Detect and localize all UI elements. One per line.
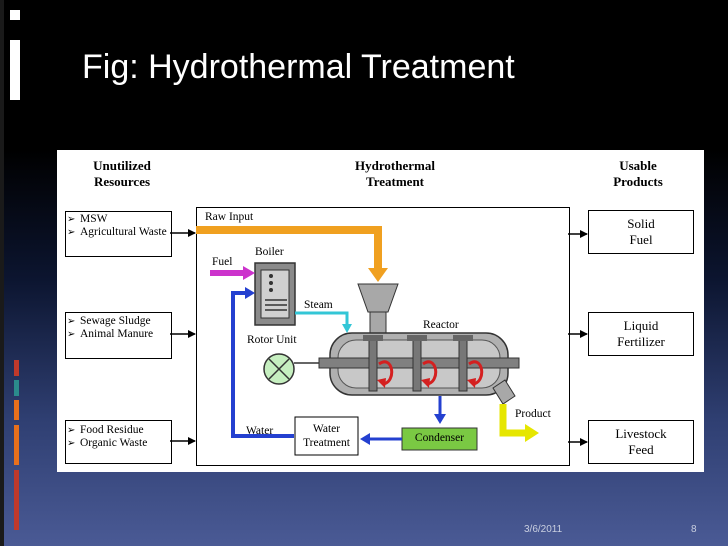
resource-box-2: ➢ Sewage Sludge ➢ Animal Manure [65,312,172,359]
bullet-icon: ➢ [67,425,76,436]
label-fuel: Fuel [212,256,233,268]
reactor-to-condenser-arrowhead [434,414,446,424]
edge-square-7 [14,470,19,530]
bullet-icon: ➢ [67,329,76,340]
rotation-arrow-2-icon [422,360,438,386]
header-center-line-2: Treatment [366,174,424,189]
header-center-line-1: Hydrothermal [355,158,435,173]
label-rotor-unit: Rotor Unit [247,334,297,346]
bullet-icon: ➢ [67,214,76,225]
steam-arrowhead [342,324,352,333]
resource-msw: MSW [80,213,108,225]
stirrer-post-3 [458,338,468,392]
label-steam: Steam [304,299,333,311]
reactor-hopper [357,283,399,313]
label-water-treatment: Water Treatment [295,422,358,450]
rotation-arrow-1-icon [378,360,394,386]
diagram-graphics [170,226,588,456]
water-return-arrow [231,291,294,438]
stirrer-cap-1 [363,335,383,341]
edge-square-5 [14,400,19,420]
product-solid-line-1: Solid [627,216,655,231]
header-right-line-1: Usable [619,158,657,173]
product-arrow [499,404,527,437]
header-usable-products: Usable Products [593,158,683,190]
header-left-line-1: Unutilized [93,158,151,173]
raw-input-arrow [196,226,382,270]
rotation-arrow-3-icon [468,360,484,386]
hydrothermal-diagram: Unutilized Resources Hydrothermal Treatm… [57,150,704,472]
product-arrowhead [525,424,539,442]
condenser-to-water-arrowhead [360,433,370,445]
boiler-panel [260,269,290,319]
bullet-icon: ➢ [67,227,76,238]
header-unutilized-resources: Unutilized Resources [67,158,177,190]
label-reactor: Reactor [423,319,459,331]
label-water: Water [246,425,274,437]
label-raw-input: Raw Input [205,211,254,223]
rotation-arrowhead-3 [467,378,476,388]
edge-square-1 [10,10,20,20]
label-boiler: Boiler [255,246,284,258]
product-liquid-line-1: Liquid [623,318,659,333]
stirrer-post-2 [412,338,422,392]
label-water-treatment-line-1: Water [312,423,341,435]
header-hydrothermal-treatment: Hydrothermal Treatment [325,158,465,190]
resource-food-residue: Food Residue [80,424,144,436]
water-return-arrowhead [245,287,255,299]
raw-input-arrowhead [368,268,388,282]
product-box-solid-fuel: Solid Fuel [588,210,694,254]
fuel-arrowhead [243,266,255,280]
stirrer-cap-2 [407,335,427,341]
header-right-line-2: Products [613,174,663,189]
slide-title: Fig: Hydrothermal Treatment [82,48,515,86]
rotation-arrowhead-1 [377,378,386,388]
footer-page-number: 8 [691,524,697,535]
header-left-line-2: Resources [93,174,151,189]
product-liquid-line-2: Fertilizer [617,334,665,349]
resource-sewage-sludge: Sewage Sludge [80,315,151,327]
bullet-icon: ➢ [67,316,76,327]
resource-organic-waste: Organic Waste [80,437,148,449]
product-livestock-line-2: Feed [628,442,654,457]
edge-square-6 [14,425,19,465]
steam-arrow [295,311,349,325]
reactor-hopper-neck [369,311,387,335]
product-box-livestock-feed: Livestock Feed [588,420,694,464]
bullet-icon: ➢ [67,438,76,449]
water-treatment-box [294,416,359,456]
product-box-liquid-fertilizer: Liquid Fertilizer [588,312,694,356]
product-solid-line-2: Fuel [629,232,653,247]
resource-box-1: ➢ MSW ➢ Agricultural Waste [65,211,172,257]
footer-date: 3/6/2011 [524,524,563,535]
resource-box-3: ➢ Food Residue ➢ Organic Waste [65,420,172,464]
label-product: Product [515,408,551,420]
resource-agricultural-waste: Agricultural Waste [80,226,167,238]
product-livestock-line-1: Livestock [615,426,667,441]
edge-square-2 [10,40,20,100]
edge-square-3 [14,360,19,376]
rotation-arrowhead-2 [421,378,430,388]
label-condenser: Condenser [414,432,465,444]
reactor-outlet [492,379,516,405]
edge-square-4 [14,380,19,396]
edge-bar-top [0,0,4,546]
label-water-treatment-line-2: Treatment [303,437,350,449]
stirrer-post-1 [368,338,378,392]
resource-animal-manure: Animal Manure [80,328,154,340]
stirrer-cap-3 [453,335,473,341]
